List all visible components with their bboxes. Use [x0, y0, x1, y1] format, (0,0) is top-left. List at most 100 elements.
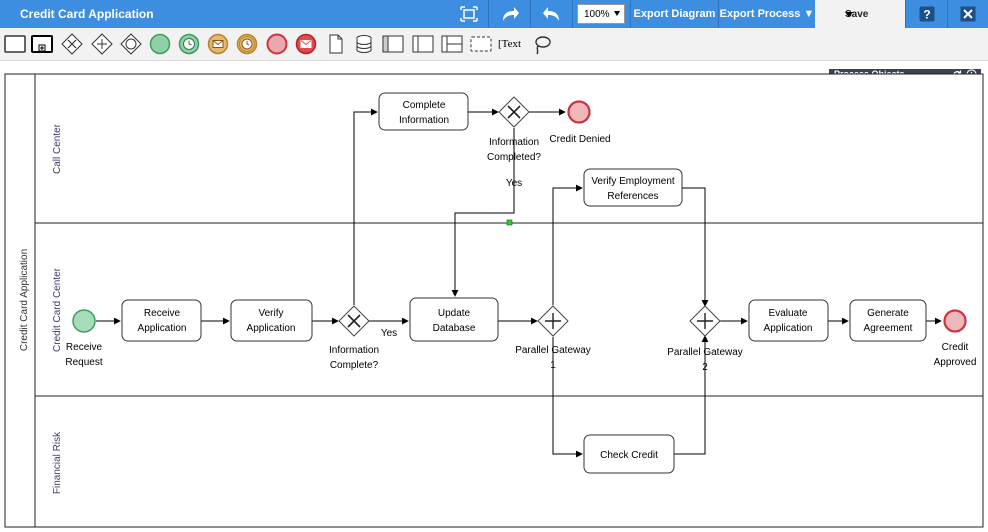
svg-text:Credit Denied: Credit Denied	[549, 134, 610, 145]
svg-text:Application: Application	[138, 323, 187, 334]
svg-text:Parallel Gateway: Parallel Gateway	[515, 345, 591, 356]
lane-tool-icon[interactable]	[411, 32, 435, 56]
svg-text:Complete?: Complete?	[330, 360, 379, 371]
fit-screen-button[interactable]	[450, 0, 488, 28]
end-event-credit-denied[interactable]: Credit Denied	[549, 100, 611, 146]
end-event-credit-approved[interactable]: Credit Approved	[934, 309, 977, 369]
save-label: Save	[845, 9, 869, 20]
svg-text:Agreement: Agreement	[864, 323, 913, 334]
export-diagram-button[interactable]: Export Diagram	[630, 0, 718, 28]
subprocess-tool-icon[interactable]	[30, 32, 54, 56]
svg-text:Approved: Approved	[934, 357, 977, 368]
lane-label-call-center: Call Center	[52, 123, 63, 174]
sequence-flow[interactable]	[353, 108, 378, 305]
task-receive-application[interactable]: Receive Application	[121, 299, 202, 342]
task-verify-employment-references[interactable]: Verify Employment References	[583, 168, 683, 207]
zoom-value: 100%	[584, 8, 610, 20]
text-annotation-tool-icon[interactable]: [Text	[498, 38, 522, 50]
svg-text:1: 1	[550, 360, 556, 371]
sequence-flow[interactable]	[674, 335, 709, 455]
close-icon	[960, 6, 976, 22]
svg-text:Receive: Receive	[144, 308, 181, 319]
chevron-down-icon	[614, 11, 620, 16]
svg-text:References: References	[607, 191, 658, 202]
flow-label-yes: Yes	[506, 178, 522, 189]
end-event-tool-icon[interactable]	[265, 32, 289, 56]
svg-text:Update: Update	[438, 308, 471, 319]
task-verify-application[interactable]: Verify Application	[230, 299, 313, 342]
sequence-flow[interactable]	[552, 184, 583, 305]
task-evaluate-application[interactable]: Evaluate Application	[748, 299, 829, 342]
svg-text:Information: Information	[399, 115, 449, 126]
exclusive-gateway-information-completed[interactable]: Information Completed?	[487, 96, 541, 163]
start-event-receive-request[interactable]: Receive Request	[65, 309, 103, 368]
parallel-gateway-1[interactable]: Parallel Gateway 1	[515, 305, 591, 371]
svg-text:Application: Application	[247, 323, 296, 334]
lasso-tool-icon[interactable]	[530, 32, 554, 56]
pool-label: Credit Card Application	[19, 249, 30, 351]
start-event-tool-icon[interactable]	[148, 32, 172, 56]
zoom-cell	[572, 0, 630, 28]
flow-label-yes: Yes	[381, 328, 397, 339]
task-check-credit[interactable]: Check Credit	[583, 434, 675, 474]
redo-button[interactable]	[488, 0, 530, 28]
parallel-gateway-tool-icon[interactable]	[90, 32, 114, 56]
data-object-tool-icon[interactable]	[323, 32, 347, 56]
text-tool-label: Text	[501, 38, 522, 50]
timer-start-event-tool-icon[interactable]	[177, 32, 201, 56]
exclusive-gateway-information-complete[interactable]: Information Complete?	[329, 305, 379, 371]
svg-text:Verify: Verify	[258, 308, 283, 319]
svg-text:Credit: Credit	[942, 342, 969, 353]
svg-text:Application: Application	[764, 323, 813, 334]
message-end-event-tool-icon[interactable]	[294, 32, 318, 56]
message-start-event-tool-icon[interactable]	[206, 32, 230, 56]
redo-icon	[502, 7, 519, 21]
svg-text:?: ?	[923, 8, 930, 22]
top-bar: Credit Card Application 100% Export Diag…	[0, 0, 988, 28]
save-button[interactable]: Save	[815, 0, 905, 28]
undo-button[interactable]	[530, 0, 572, 28]
group-tool-icon[interactable]	[469, 32, 493, 56]
svg-text:Information: Information	[329, 345, 379, 356]
timer-intermediate-event-tool-icon[interactable]	[235, 32, 259, 56]
sequence-flow[interactable]	[552, 337, 583, 458]
app-title: Credit Card Application	[20, 7, 154, 21]
sequence-flow[interactable]	[451, 128, 515, 297]
close-button[interactable]	[947, 0, 988, 28]
lane-label-credit-card-center: Credit Card Center	[52, 267, 63, 352]
svg-text:Generate: Generate	[867, 308, 909, 319]
lane-split-tool-icon[interactable]	[440, 32, 464, 56]
svg-text:Request: Request	[65, 357, 102, 368]
undo-icon	[542, 7, 559, 21]
data-store-tool-icon[interactable]	[352, 32, 376, 56]
diagram-canvas[interactable]: Credit Card Application Call Center Cred…	[4, 66, 984, 528]
svg-text:2: 2	[702, 362, 708, 373]
fit-screen-icon	[460, 6, 478, 22]
zoom-select[interactable]: 100%	[577, 4, 625, 24]
svg-text:Check Credit: Check Credit	[600, 450, 658, 461]
task-generate-agreement[interactable]: Generate Agreement	[849, 299, 927, 342]
help-button[interactable]: ?	[905, 0, 947, 28]
export-process-button[interactable]: Export Process ▼	[718, 0, 815, 28]
selection-handle[interactable]	[506, 219, 513, 226]
task-update-database[interactable]: Update Database	[409, 297, 499, 342]
parallel-gateway-2[interactable]: Parallel Gateway 2	[667, 305, 743, 373]
exclusive-gateway-tool-icon[interactable]	[60, 32, 84, 56]
event-gateway-tool-icon[interactable]	[119, 32, 143, 56]
pool-tool-icon[interactable]	[381, 32, 405, 56]
svg-text:Complete: Complete	[403, 100, 446, 111]
svg-text:Completed?: Completed?	[487, 152, 541, 163]
svg-text:Information: Information	[489, 137, 539, 148]
task-complete-information[interactable]: Complete Information	[378, 92, 469, 131]
svg-text:Parallel Gateway: Parallel Gateway	[667, 347, 743, 358]
svg-text:Database: Database	[433, 323, 476, 334]
svg-text:Evaluate: Evaluate	[769, 308, 808, 319]
help-icon: ?	[919, 6, 934, 22]
svg-text:Verify Employment: Verify Employment	[591, 176, 675, 187]
task-tool-icon[interactable]	[3, 32, 27, 56]
chevron-down-icon	[845, 12, 853, 17]
sequence-flow[interactable]	[682, 187, 709, 307]
svg-text:Receive: Receive	[66, 342, 103, 353]
shape-palette: [Text	[0, 28, 988, 61]
lane-label-financial-risk: Financial Risk	[52, 431, 63, 494]
